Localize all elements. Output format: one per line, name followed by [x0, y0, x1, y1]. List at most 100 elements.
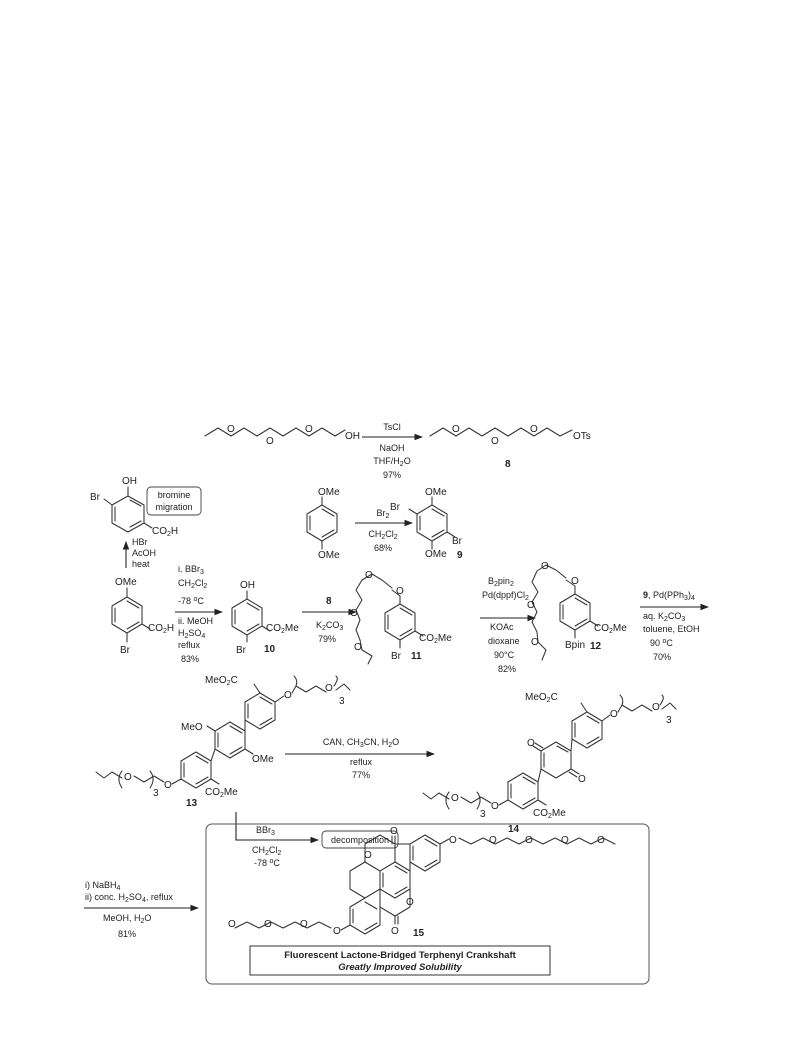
reagent: B2pin2	[488, 576, 514, 588]
lactone-o: O	[364, 850, 372, 861]
compound-label: 14	[508, 824, 520, 835]
ether-o: O	[452, 424, 460, 435]
quinone-o: O	[578, 774, 586, 785]
reagent: CAN, CH3CN, H2O	[323, 737, 399, 749]
ether-o: O	[164, 780, 172, 791]
reagent: toluene, EtOH	[643, 624, 700, 634]
bromo-label: Br	[120, 645, 131, 656]
bromo-label: Br	[390, 502, 401, 513]
yield: 79%	[318, 634, 336, 644]
result-label: decomposition	[331, 835, 389, 845]
step2-arrow: Br2 CH2Cl2 68%	[355, 508, 414, 553]
ester-label: CO2Me	[533, 808, 566, 820]
step7-arrow: CAN, CH3CN, H2O reflux 77%	[285, 737, 436, 780]
caption-subtitle: Greatly Improved Solubility	[338, 962, 462, 973]
reagent: MeOH, H2O	[103, 913, 151, 925]
yield: 70%	[653, 652, 671, 662]
reagent: CH2Cl2	[178, 578, 207, 590]
migration-arrow: HBr AcOH heat	[122, 537, 156, 569]
hydroxyl-label: OH	[122, 476, 137, 487]
reagent: 90°C	[494, 650, 515, 660]
ether-o: O	[530, 424, 538, 435]
ether-o: O	[124, 772, 132, 783]
ether-o: O	[365, 570, 373, 581]
compound-15-panel: O O O O O O O O O O O O O 15 Fluorescent…	[205, 823, 650, 985]
carbonyl-o: O	[391, 926, 399, 937]
reagent: -78 oC	[254, 858, 280, 868]
ether-o: O	[354, 642, 362, 653]
compound-label: 9	[457, 550, 463, 561]
reagent: KOAc	[490, 622, 514, 632]
ether-o: O	[266, 436, 274, 447]
methoxy-label: OMe	[425, 487, 447, 498]
reagent: NaOH	[379, 443, 404, 453]
ether-o: O	[305, 424, 313, 435]
acid-label: CO2H	[152, 526, 178, 538]
reagent: 9, Pd(PPh3)4	[643, 590, 695, 602]
methoxy-label: OMe	[252, 754, 274, 765]
yield: 97%	[383, 470, 401, 480]
step2-starting-material: OMe OMe	[306, 487, 340, 561]
compound-11: O O O O CO2Me Br 11	[350, 570, 452, 665]
compound-12: O O O O CO2Me Bpin 12	[527, 561, 627, 661]
methoxy-label: OMe	[318, 487, 340, 498]
lactone-o: O	[406, 897, 414, 908]
ether-o: O	[350, 608, 358, 619]
tosylate-label: OTs	[573, 431, 591, 442]
compound-label: 8	[505, 459, 511, 470]
reagent: TsCl	[383, 422, 401, 432]
ester-label: MeO2C	[205, 675, 238, 687]
ether-o: O	[228, 919, 236, 930]
note-box	[146, 486, 202, 516]
repeat-subscript: 3	[339, 696, 345, 707]
reagent: Br2	[377, 508, 390, 520]
methoxy-label: OMe	[318, 550, 340, 561]
methoxy-label: OMe	[115, 577, 137, 588]
reagent-compound-ref: 8	[326, 596, 332, 607]
reagent: i) NaBH4	[85, 880, 121, 892]
note-line: bromine	[158, 490, 191, 500]
compound-13: MeO2C O O 3 MeO OMe CO2Me O O 3 13	[95, 675, 351, 809]
quinone-o: O	[527, 738, 535, 749]
bromo-label: Br	[452, 536, 463, 547]
step4-arrow: 8 K2CO3 79%	[302, 596, 358, 644]
bromo-label: Br	[391, 651, 402, 662]
ether-o: O	[300, 919, 308, 930]
ether-o: O	[531, 637, 539, 648]
reagent: H2SO4	[178, 628, 205, 640]
yield: 81%	[118, 929, 136, 939]
reagent: heat	[132, 559, 150, 569]
hydroxyl-label: OH	[240, 580, 255, 591]
ether-o: O	[284, 690, 292, 701]
acid-label: CO2H	[148, 623, 174, 635]
step-fail-arrow: BBr3 CH2Cl2 -78 oC decomposition	[235, 812, 399, 868]
reagent: CH2Cl2	[252, 845, 281, 857]
ether-o: O	[561, 835, 569, 846]
ester-label: CO2Me	[266, 623, 299, 635]
ether-o: O	[491, 801, 499, 812]
compound-9: OMe Br Br OMe 9	[390, 487, 463, 561]
ether-o: O	[396, 586, 404, 597]
bromo-label: Br	[236, 645, 247, 656]
step6-arrow: 9, Pd(PPh3)4 aq. K2CO3 toluene, EtOH 90 …	[640, 590, 710, 662]
ether-o: O	[610, 709, 618, 720]
ester-label: CO2Me	[594, 623, 627, 635]
reagent: dioxane	[488, 636, 520, 646]
boronate-label: Bpin	[565, 640, 585, 651]
reagent: ii) conc. H2SO4, reflux	[85, 892, 173, 904]
reagent: ii. MeOH	[178, 616, 213, 626]
repeat-subscript: 3	[666, 715, 672, 726]
step1-starting-material: O O O OH	[204, 424, 360, 447]
reagent: CH2Cl2	[368, 529, 397, 541]
hydroxyl-label: OH	[345, 431, 360, 442]
ester-label: CO2Me	[205, 787, 238, 799]
reagent: K2CO3	[316, 620, 343, 632]
ether-o: O	[333, 926, 341, 937]
methoxy-label: OMe	[425, 549, 447, 560]
reagent: BBr3	[256, 825, 275, 837]
ether-o: O	[451, 793, 459, 804]
yield: 68%	[374, 543, 392, 553]
ether-o: O	[571, 576, 579, 587]
reagent: reflux	[350, 757, 373, 767]
compound-8: O O O OTs 8	[429, 424, 591, 470]
